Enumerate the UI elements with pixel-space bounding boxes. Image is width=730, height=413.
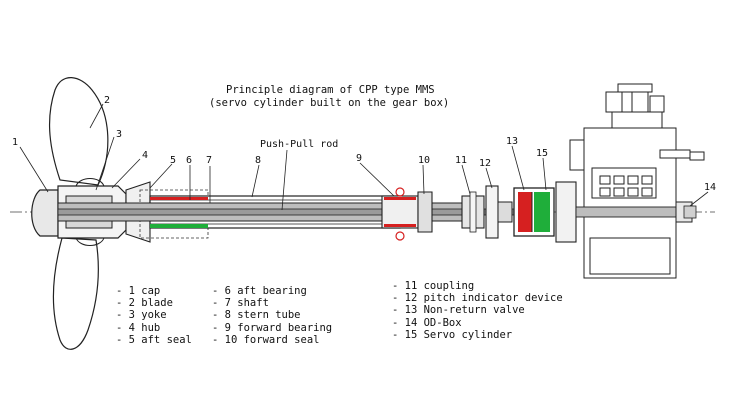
- label-9: 9: [356, 153, 362, 164]
- legend-item: - 3 yoke: [116, 309, 167, 322]
- gear-box: [569, 83, 705, 279]
- hub-blade-flange-lower: [75, 237, 105, 246]
- non-return-valve-red: [518, 192, 532, 232]
- label-1: 1: [12, 137, 18, 148]
- legend-item: - 4 hub: [116, 321, 161, 334]
- diagram-title-line1: Principle diagram of CPP type MMS: [226, 84, 435, 96]
- label-11: 11: [455, 155, 467, 166]
- propeller-blade-lower: [52, 237, 99, 350]
- label-10: 10: [418, 155, 430, 166]
- forward-bearing-red-top: [384, 197, 416, 200]
- legend-item: - 8 stern tube: [212, 309, 301, 322]
- label-6: 6: [186, 155, 192, 166]
- legend-item: - 5 aft seal: [116, 333, 192, 346]
- legend-item: - 7 shaft: [212, 297, 269, 310]
- forward-seal-flange-bottom: [395, 231, 405, 241]
- label-3: 3: [116, 129, 122, 140]
- legend-column-3: - 11 coupling - 12 pitch indicator devic…: [392, 280, 563, 341]
- propeller-blade-upper: [48, 77, 109, 186]
- legend-item: - 10 forward seal: [212, 333, 320, 346]
- label-13: 13: [506, 136, 518, 147]
- legend-item: - 12 pitch indicator device: [392, 292, 563, 305]
- forward-bearing-red-bottom: [384, 224, 416, 227]
- legend-item: - 15 Servo cylinder: [392, 328, 513, 341]
- label-push-pull-rod: Push-Pull rod: [260, 139, 338, 150]
- forward-bearing: [381, 195, 419, 229]
- label-4: 4: [142, 150, 148, 161]
- forward-seal: [417, 191, 433, 233]
- hub-blade-flange-upper: [75, 178, 105, 187]
- label-14: 14: [704, 182, 716, 193]
- label-15: 15: [536, 148, 548, 159]
- legend-column-1: - 1 cap - 2 blade - 3 yoke - 4 hub - 5 a…: [116, 285, 192, 346]
- servo-cylinder-green: [534, 192, 550, 232]
- push-pull-rod: [57, 208, 529, 216]
- propeller-cap: [31, 189, 59, 237]
- gearbox-flange: [555, 181, 577, 243]
- label-5: 5: [170, 155, 176, 166]
- aft-bearing-green: [150, 224, 208, 228]
- legend-item: - 11 coupling: [392, 280, 475, 292]
- legend-item: - 9 forward bearing: [212, 321, 333, 334]
- gearbox-shaft: [575, 206, 685, 218]
- legend-item: - 6 aft bearing: [212, 285, 307, 297]
- label-2: 2: [104, 95, 110, 106]
- legend-item: - 1 cap: [116, 285, 161, 297]
- leader-lines: [19, 103, 709, 211]
- label-12: 12: [479, 158, 491, 169]
- legend-item: - 13 Non-return valve: [392, 304, 525, 317]
- aft-bearing-red: [150, 197, 208, 200]
- diagram-title-line2: (servo cylinder built on the gear box): [209, 97, 449, 109]
- label-7: 7: [206, 155, 212, 166]
- pitch-indicator-device: [485, 185, 499, 239]
- legend-item: - 14 OD-Box: [392, 316, 462, 329]
- legend-item: - 2 blade: [116, 297, 173, 310]
- legend-column-2: - 6 aft bearing - 7 shaft - 8 stern tube…: [212, 285, 332, 346]
- forward-seal-flange-top: [395, 187, 405, 197]
- label-8: 8: [255, 155, 261, 166]
